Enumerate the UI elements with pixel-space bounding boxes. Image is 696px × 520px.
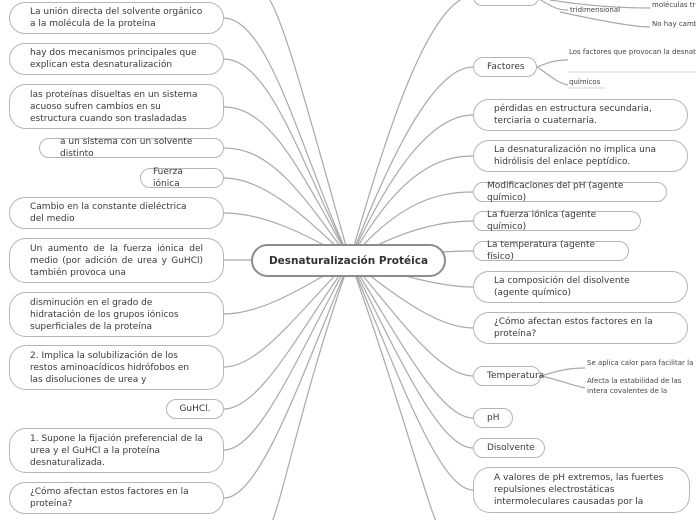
- topic-solvente-distinto[interactable]: a un sistema con un solvente distinto: [39, 137, 224, 159]
- leaf-calor-digestion: Se aplica calor para facilitar la dig: [587, 359, 696, 367]
- connector-r12: [349, 259, 474, 491]
- topic-como-afectan-right[interactable]: ¿Cómo afectan estos factores en la prote…: [473, 312, 688, 344]
- topic-composicion-disolvente[interactable]: La composición del disolvente (agente qu…: [473, 271, 688, 303]
- topic-label: hay dos mecanismos principales que expli…: [30, 48, 197, 70]
- connector-factores-leaves: [536, 59, 569, 68]
- topic-label: Disolvente: [487, 443, 535, 453]
- topic-label: La unión directa del solvente orgánico a…: [30, 7, 203, 29]
- connector-r9: [349, 259, 474, 377]
- topic-ph[interactable]: pH: [473, 408, 513, 428]
- leaf-factores-clasificacion: Los factores que provocan la desnat una …: [569, 48, 696, 56]
- topic-como-afectan-left[interactable]: ¿Cómo afectan estos factores en la prote…: [9, 482, 224, 514]
- topic-label: Cambio en la constante dieléctrica del m…: [30, 202, 187, 224]
- topic-label: pérdidas en estructura secundaria, terci…: [494, 104, 652, 126]
- topic-label: La desnaturalización no implica una hidr…: [494, 145, 657, 167]
- topic-temperatura[interactable]: Temperatura: [473, 366, 545, 386]
- topic-modificaciones-ph[interactable]: Modificaciones del pH (agente químico): [473, 181, 667, 203]
- connector-l2: [223, 58, 351, 261]
- topic-label: Temperatura: [487, 371, 545, 381]
- leaf-quimicos: químicos: [569, 78, 601, 86]
- topic-solubilizacion[interactable]: 2. Implica la solubilización de los rest…: [9, 345, 224, 390]
- connector-bottom-left: [272, 259, 351, 520]
- connector-l4: [223, 147, 351, 261]
- connector-r4: [349, 191, 474, 261]
- connector-r2: [349, 114, 474, 261]
- leaf-no-hay-cambio: No hay camb: [652, 20, 696, 28]
- leaf-estabilidad-interacciones: Afecta la estabilidad de las intera cova…: [587, 377, 682, 395]
- topic-label: A valores de pH extremos, las fuertes re…: [494, 473, 664, 507]
- connector-l11: [223, 259, 351, 451]
- topic-fuerza-ionica[interactable]: Fuerza iónica: [140, 167, 224, 189]
- topic-label: disminución en el grado de hidratación d…: [30, 297, 179, 332]
- connector-r10: [349, 259, 474, 419]
- topic-ph-extremos[interactable]: A valores de pH extremos, las fuertes re…: [473, 467, 690, 513]
- topic-disolvente[interactable]: Disolvente: [473, 438, 545, 458]
- connector-l3: [223, 106, 351, 261]
- topic-label: La temperatura (agente físico): [487, 240, 596, 262]
- connector-l12: [223, 259, 351, 499]
- connector-top-leaves: [539, 0, 569, 11]
- topic-perdidas-estructura[interactable]: pérdidas en estructura secundaria, terci…: [473, 99, 688, 131]
- connector-l10: [223, 259, 351, 410]
- topic-label: las proteínas disueltas en un sistema ac…: [30, 89, 198, 124]
- topic-aumento-fuerza-ionica[interactable]: Un aumento de la fuerza iónica del medio…: [9, 238, 224, 283]
- leaf-moleculas: moléculas tr: [652, 1, 696, 9]
- connector-l1: [223, 17, 351, 261]
- topic-hidratacion[interactable]: disminución en el grado de hidratación d…: [9, 292, 224, 337]
- connector-r11: [349, 259, 474, 449]
- topic-label: Factores: [487, 62, 525, 72]
- connector-r1: [349, 66, 474, 261]
- topic-fijacion-preferencial[interactable]: 1. Supone la fijación preferencial de la…: [9, 428, 224, 473]
- connector-top-right: [349, 0, 462, 261]
- topic-label: Fuerza iónica: [153, 167, 183, 189]
- connector-l5: [223, 177, 351, 261]
- topic-label: La composición del disolvente (agente qu…: [494, 276, 630, 298]
- topic-temperatura-fisico[interactable]: La temperatura (agente físico): [473, 240, 629, 262]
- topic-label: 2. Implica la solubilización de los rest…: [30, 350, 190, 385]
- topic-label: a un sistema con un solvente distinto: [60, 137, 193, 159]
- topic-guhcl[interactable]: GuHCl.: [166, 399, 224, 419]
- topic-label: ¿Cómo afectan estos factores en la prote…: [30, 487, 189, 509]
- topic-label: 1. Supone la fijación preferencial de la…: [30, 433, 203, 468]
- topic-label: GuHCl.: [179, 404, 211, 414]
- topic-proteinas-disueltas[interactable]: las proteínas disueltas en un sistema ac…: [9, 84, 224, 129]
- connector-r3: [349, 155, 474, 261]
- connector-temp-leaves: [540, 367, 586, 377]
- connector-l9: [223, 259, 351, 368]
- topic-label: La fuerza iónica (agente químico): [487, 210, 597, 232]
- topic-label: Modificaciones del pH (agente químico): [487, 181, 624, 203]
- topic-top-partial[interactable]: [473, 0, 539, 6]
- topic-constante-dielectrica[interactable]: Cambio en la constante dieléctrica del m…: [9, 197, 224, 229]
- leaf-tridimensional: tridimensional: [570, 6, 621, 14]
- topic-no-hidrolisis[interactable]: La desnaturalización no implica una hidr…: [473, 140, 688, 172]
- topic-label: pH: [487, 413, 500, 423]
- topic-label: Un aumento de la fuerza iónica del medio…: [30, 243, 203, 278]
- connector-top-left: [269, 0, 351, 261]
- topic-fuerza-ionica-right[interactable]: La fuerza iónica (agente químico): [473, 210, 641, 232]
- topic-union-directa[interactable]: La unión directa del solvente orgánico a…: [9, 2, 224, 34]
- topic-factores[interactable]: Factores: [473, 57, 537, 77]
- topic-mecanismos[interactable]: hay dos mecanismos principales que expli…: [9, 43, 224, 75]
- topic-label: ¿Cómo afectan estos factores en la prote…: [494, 317, 653, 339]
- central-topic-label: Desnaturalización Protéica: [268, 254, 429, 267]
- connector-bottom-right: [349, 259, 437, 520]
- central-topic[interactable]: Desnaturalización Protéica: [251, 244, 446, 277]
